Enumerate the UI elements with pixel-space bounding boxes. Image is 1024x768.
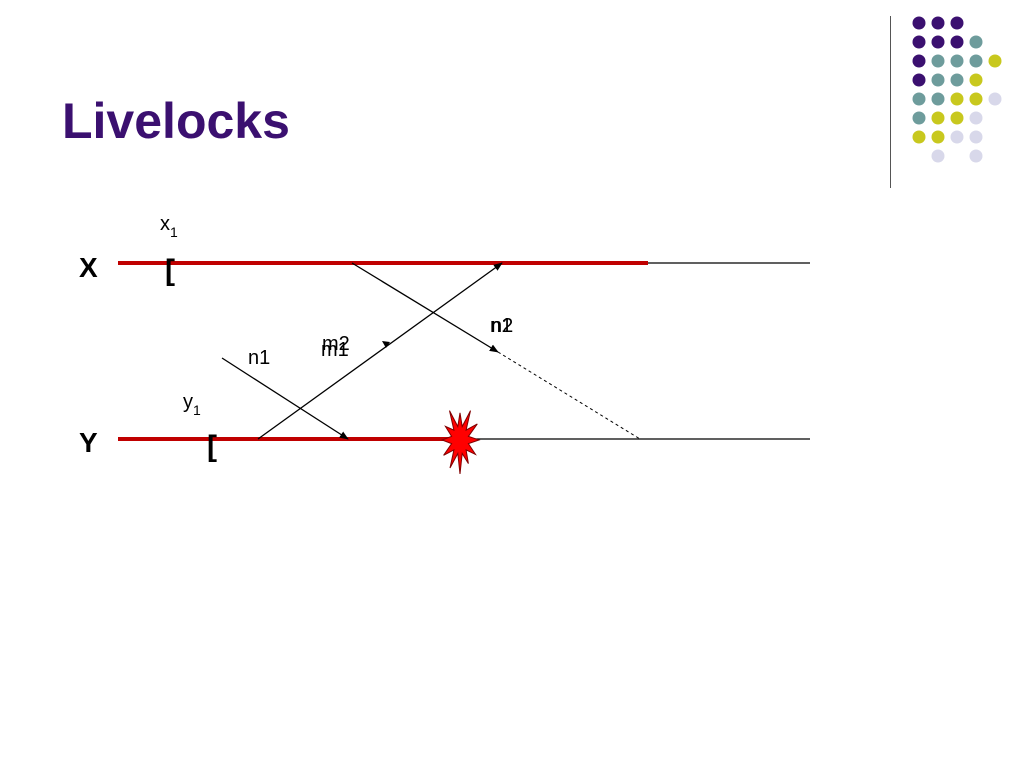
decorative-dot: [950, 92, 964, 106]
decorative-dot: [931, 92, 945, 106]
decorative-dot: [912, 16, 926, 30]
message-n1-repeat-arrow: [351, 262, 499, 353]
decorative-dot: [931, 130, 945, 144]
decorative-dot: [969, 35, 983, 49]
decorative-dot: [988, 92, 1002, 106]
decorative-dot: [969, 130, 983, 144]
decorative-dot: [931, 35, 945, 49]
message-n1-label: n1: [248, 347, 270, 369]
message-m1-arrow: [257, 262, 503, 440]
decorative-dot: [912, 111, 926, 125]
decorative-dot: [931, 73, 945, 87]
message-m2-arrowhead: [382, 341, 390, 348]
message-n1-arrow: [221, 357, 349, 440]
message-n1-overlap-label: n1: [490, 315, 512, 337]
decorative-dot-grid: [912, 16, 1002, 163]
checkpoint-y-label: y1: [183, 391, 201, 418]
decorative-dot: [950, 130, 964, 144]
decorative-dot: [931, 111, 945, 125]
decorative-dot: [912, 73, 926, 87]
process-x-label: X: [79, 252, 98, 283]
decorative-dot: [969, 54, 983, 68]
message-m2-label: m2: [322, 333, 350, 355]
decorative-dot: [912, 92, 926, 106]
slide-title: Livelocks: [62, 93, 290, 149]
decorative-dot: [969, 149, 983, 163]
decorative-dot: [912, 54, 926, 68]
decorative-dot: [950, 111, 964, 125]
decorative-dot: [969, 111, 983, 125]
decorative-dot: [931, 16, 945, 30]
decorative-dot: [912, 130, 926, 144]
message-n2-label: n2: [491, 315, 513, 337]
decorative-dot: [969, 73, 983, 87]
message-m1-label: m1: [321, 339, 349, 361]
checkpoint-y-bracket: [: [207, 430, 217, 463]
decorative-dot: [969, 92, 983, 106]
crash-explosion-icon: [440, 410, 481, 475]
checkpoint-x-bracket: [: [165, 254, 175, 287]
decorative-dot: [988, 54, 1002, 68]
decorative-dot: [950, 73, 964, 87]
decorative-dot: [931, 54, 945, 68]
decorative-dot: [912, 35, 926, 49]
process-y-label: Y: [79, 427, 98, 458]
decorative-dot: [950, 35, 964, 49]
checkpoint-x-label: x1: [160, 213, 178, 240]
decorative-dot: [931, 149, 945, 163]
decorative-dot: [950, 54, 964, 68]
decorative-divider: [890, 16, 891, 188]
decorative-dot: [950, 16, 964, 30]
message-n2-dashed-arrow: [497, 351, 641, 440]
